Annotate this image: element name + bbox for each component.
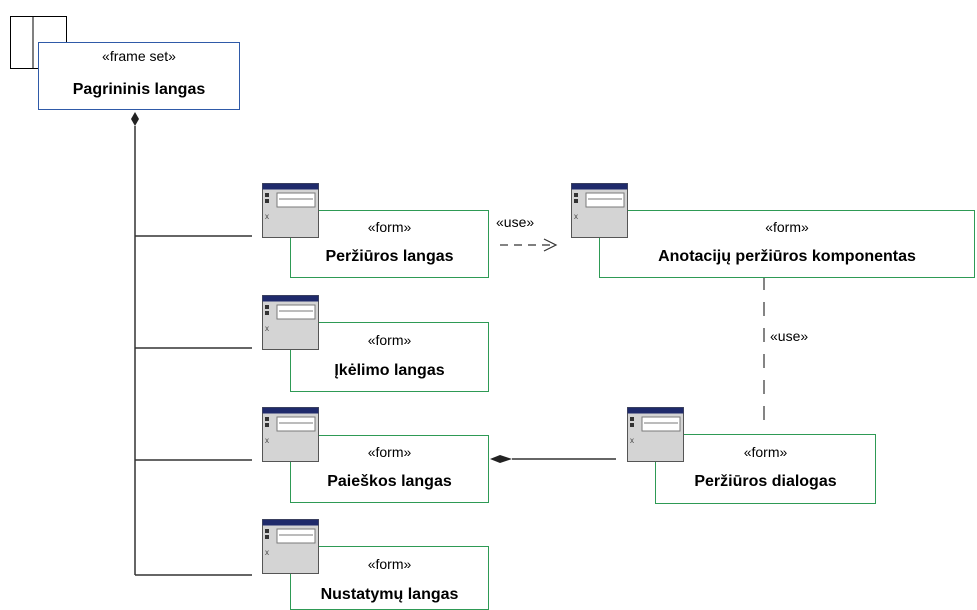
- element-name: Nustatymų langas: [320, 586, 459, 603]
- composition-diamond-icon: [131, 112, 139, 126]
- stereotype-label: «form»: [367, 556, 412, 572]
- use-label-1: «use»: [496, 214, 535, 230]
- form-perziuros-dialogas[interactable]: «form» Peržiūros dialogas: [655, 434, 876, 504]
- element-name: Pagrininis langas: [72, 81, 206, 98]
- svg-text:x: x: [265, 548, 269, 557]
- svg-text:x: x: [265, 324, 269, 333]
- form-paieskos-langas[interactable]: «form» Paieškos langas: [290, 435, 489, 503]
- form-perziuros-langas[interactable]: «form» Peržiūros langas: [290, 210, 489, 278]
- stereotype-label: «form»: [367, 219, 412, 235]
- stereotype-label: «frame set»: [102, 48, 176, 64]
- form-ikelimo-langas[interactable]: «form» Įkėlimo langas: [290, 322, 489, 392]
- form-window-icon: x: [262, 407, 319, 462]
- form-window-icon: x: [262, 183, 319, 238]
- form-window-icon: x: [627, 407, 684, 462]
- element-name: Paieškos langas: [327, 473, 452, 490]
- open-arrow-icon: [543, 238, 558, 252]
- svg-text:x: x: [630, 436, 634, 445]
- svg-text:x: x: [265, 436, 269, 445]
- form-window-icon: x: [262, 519, 319, 574]
- composition-diamond-icon: [490, 455, 512, 463]
- use-label-2: «use»: [770, 328, 809, 344]
- stereotype-label: «form»: [367, 332, 412, 348]
- element-name: Anotacijų peržiūros komponentas: [658, 248, 916, 265]
- stereotype-label: «form»: [743, 444, 788, 460]
- stereotype-label: «form»: [367, 444, 412, 460]
- stereotype-label: «form»: [765, 219, 809, 235]
- svg-text:x: x: [265, 212, 269, 221]
- svg-text:x: x: [574, 212, 578, 221]
- form-window-icon: x: [571, 183, 628, 238]
- form-nustatymu-langas[interactable]: «form» Nustatymų langas: [290, 546, 489, 610]
- element-name: Peržiūros langas: [325, 248, 454, 265]
- frameset-pagrininis-langas[interactable]: «frame set» Pagrininis langas: [38, 42, 240, 110]
- element-name: Peržiūros dialogas: [694, 473, 837, 490]
- form-window-icon: x: [262, 295, 319, 350]
- form-anotaciju-perziuros-komponentas[interactable]: «form» Anotacijų peržiūros komponentas: [599, 210, 975, 278]
- element-name: Įkėlimo langas: [334, 362, 445, 379]
